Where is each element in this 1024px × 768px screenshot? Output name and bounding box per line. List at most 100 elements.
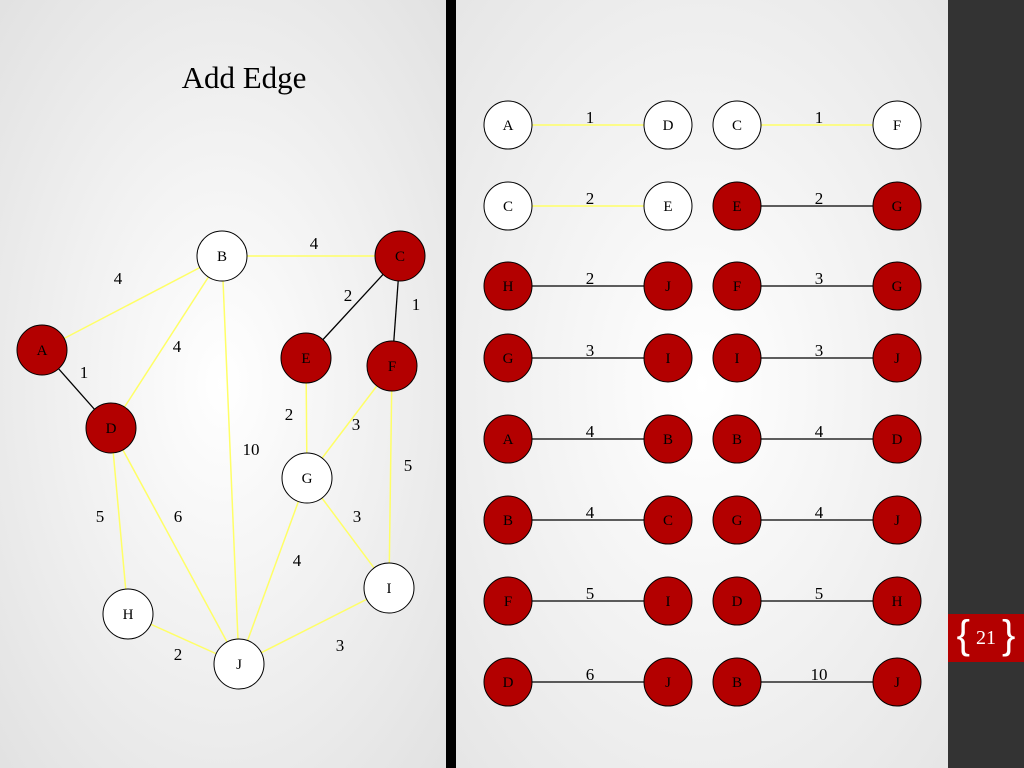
panel-divider	[446, 0, 456, 768]
edge-list-item-B-J: 10B J	[712, 657, 922, 707]
graph-node-label-I: I	[387, 581, 392, 597]
edge-list-weight: 3	[815, 341, 824, 360]
graph-edge-B-J	[221, 255, 240, 665]
edge-list-node-label: J	[665, 279, 671, 295]
graph-edge-weight-B-D: 4	[173, 337, 182, 356]
graph-edge-weight-E-G: 2	[285, 405, 294, 424]
edge-list-weight: 4	[815, 422, 824, 441]
edge-list-weight: 6	[586, 665, 595, 684]
graph-edge-weight-F-I: 5	[404, 456, 413, 475]
edge-list-item-A-B: 4A B	[483, 414, 693, 464]
graph-node-label-J: J	[236, 657, 242, 673]
graph-edge-weight-A-B: 4	[114, 269, 123, 288]
edge-list-node-label: C	[663, 513, 673, 529]
edge-list-node-label: F	[893, 118, 901, 134]
edge-list-node-label: F	[504, 594, 512, 610]
graph-edge-weight-G-J: 4	[293, 551, 302, 570]
graph-edge-B-D	[110, 255, 223, 429]
edge-list-node	[643, 181, 693, 231]
edge-list-weight: 4	[586, 503, 595, 522]
edge-list-node	[483, 657, 533, 707]
graph-edge-D-H	[110, 427, 129, 615]
edge-list-node	[712, 261, 762, 311]
edge-list-weight: 3	[586, 341, 595, 360]
left-bracket-icon: {	[956, 613, 970, 657]
graph-edge-weight-B-J: 10	[243, 440, 260, 459]
edge-list-node-label: D	[892, 432, 903, 448]
edge-list-node-label: D	[732, 594, 743, 610]
edge-list-node-label: G	[892, 199, 903, 215]
edge-list-node-label: C	[503, 199, 513, 215]
edge-list-node-label: B	[732, 675, 742, 691]
graph-node-G	[281, 452, 333, 504]
slide-title: Add Edge	[182, 60, 307, 95]
edge-list-node-label: D	[503, 675, 514, 691]
edge-list-node-label: J	[894, 351, 900, 367]
graph-node-label-E: E	[301, 351, 310, 367]
edge-list-weight: 2	[815, 189, 824, 208]
graph-edge-weight-A-D: 1	[80, 363, 89, 382]
edge-list-weight: 2	[586, 189, 595, 208]
graph-edge-D-J	[110, 427, 240, 665]
edge-list-node-label: F	[733, 279, 741, 295]
edge-list-node	[712, 576, 762, 626]
graph-node-label-A: A	[37, 343, 48, 359]
graph-node-label-F: F	[388, 359, 396, 375]
graph-node-A	[16, 324, 68, 376]
edge-list-weight: 5	[586, 584, 595, 603]
graph-node-B	[196, 230, 248, 282]
graph-edge-weight-C-F: 1	[412, 295, 421, 314]
edge-list-node-label: D	[663, 118, 674, 134]
graph-edge-weight-I-J: 3	[336, 636, 345, 655]
edge-list-weight: 5	[815, 584, 824, 603]
edge-list-node-label: A	[503, 432, 514, 448]
right-panel	[456, 0, 948, 768]
edge-list-node-label: B	[663, 432, 673, 448]
graph-node-I	[363, 562, 415, 614]
edge-list-node	[872, 576, 922, 626]
edge-list-weight: 2	[586, 269, 595, 288]
edge-list-node	[712, 495, 762, 545]
edge-list-weight: 3	[815, 269, 824, 288]
graph-node-label-G: G	[302, 471, 313, 487]
edge-list-node	[872, 333, 922, 383]
graph-edge-F-I	[388, 365, 393, 589]
edge-list-node-label: J	[894, 513, 900, 529]
edge-list-node	[872, 495, 922, 545]
edge-list-weight: 10	[811, 665, 828, 684]
left-panel	[0, 0, 446, 768]
graph-node-label-H: H	[123, 607, 134, 623]
slide-number-text: 21	[976, 626, 996, 649]
edge-list-node	[483, 576, 533, 626]
edge-list-node-label: J	[894, 675, 900, 691]
edge-list-weight: 4	[815, 503, 824, 522]
edge-list-node-label: G	[732, 513, 743, 529]
edge-list-node	[483, 181, 533, 231]
edge-list-node	[643, 576, 693, 626]
edge-list-node	[872, 261, 922, 311]
edge-list-node	[483, 261, 533, 311]
graph-edge-weight-H-J: 2	[174, 645, 183, 664]
edge-list-item-E-G: 2E G	[712, 181, 922, 231]
edge-list-node	[712, 100, 762, 150]
edge-list-item-G-J: 4G J	[712, 495, 922, 545]
edge-list-weight: 1	[815, 108, 824, 127]
edge-list-weight: 4	[586, 422, 595, 441]
edge-list-node	[643, 333, 693, 383]
graph-node-J	[213, 638, 265, 690]
graph-node-H	[102, 588, 154, 640]
edge-list-node-label: H	[503, 279, 514, 295]
edge-list-node-label: E	[732, 199, 741, 215]
